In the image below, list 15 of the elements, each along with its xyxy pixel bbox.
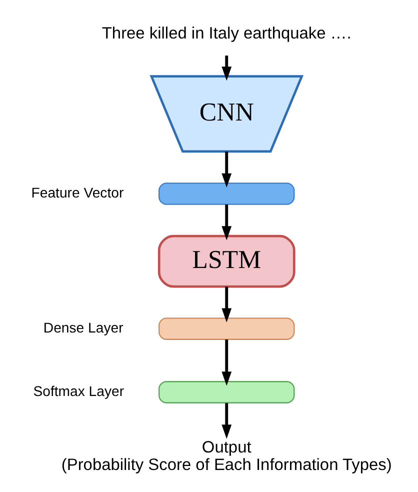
node-label: Dense Layer — [43, 319, 124, 336]
arrow — [222, 340, 232, 386]
arrow — [222, 286, 232, 322]
node-text: Output (Probability Score of Each Information Types) — [61, 438, 392, 474]
arrow — [222, 204, 232, 240]
node-bar — [158, 381, 295, 404]
node-bar — [158, 182, 295, 205]
node-box: LSTM — [158, 234, 296, 288]
arrow — [222, 56, 232, 81]
arrow — [222, 152, 232, 188]
node-label: Softmax Layer — [33, 382, 124, 399]
arrow — [222, 403, 232, 439]
node-label: Feature Vector — [31, 184, 124, 200]
node-text: Three killed in Italy earthquake …. — [102, 24, 352, 42]
node-bar — [158, 318, 295, 340]
